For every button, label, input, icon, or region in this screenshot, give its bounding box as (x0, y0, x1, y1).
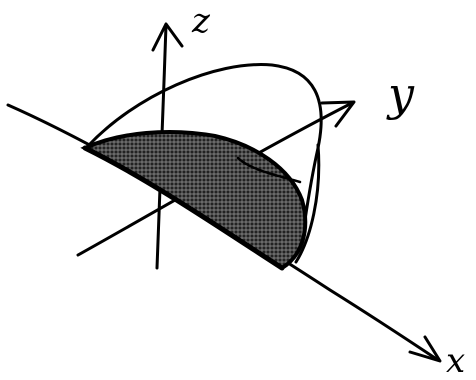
x-axis-label: x (446, 341, 465, 380)
region-axis-edge (82, 145, 285, 271)
y-axis-label: y (386, 67, 415, 121)
surface-top-arc (86, 63, 323, 222)
shaded-base-region (80, 130, 308, 271)
x-axis-arrowhead (408, 335, 442, 363)
surface-edge-inner (236, 156, 302, 184)
z-axis-label: z (191, 1, 211, 41)
surface-edge-right (294, 143, 321, 264)
y-axis-arrowhead (320, 100, 356, 128)
z-axis-arrowhead (151, 22, 184, 52)
